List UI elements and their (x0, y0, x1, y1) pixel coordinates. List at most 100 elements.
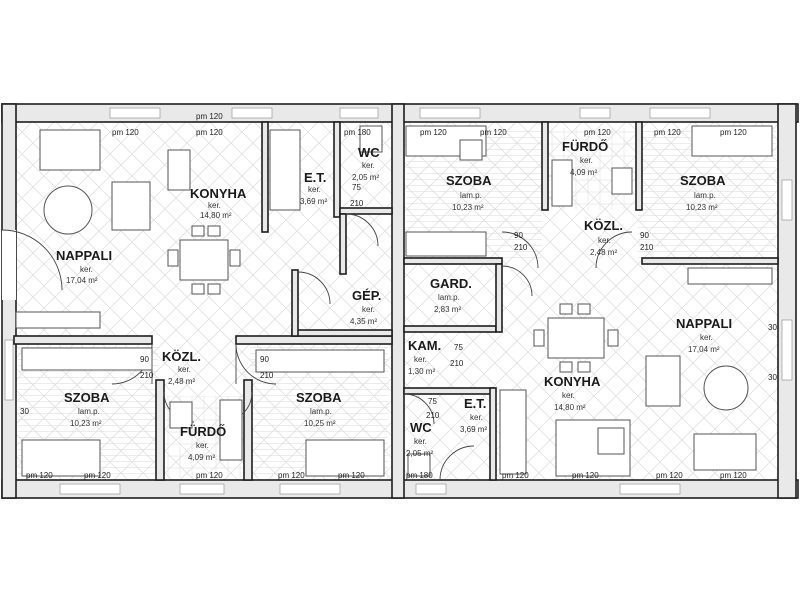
room-name-kozl-left: KÖZL. (162, 349, 201, 364)
room-area: 10,23 m² (686, 203, 718, 212)
room-area: 10,23 m² (452, 203, 484, 212)
room-name-nappali-left: NAPPALI (56, 248, 112, 263)
room-sub: lam.p. (460, 191, 482, 200)
dim-label: 75 (454, 343, 463, 352)
room-area: 4,09 m² (188, 453, 215, 462)
dim-label: 90 (640, 231, 649, 240)
room-area: 10,23 m² (70, 419, 102, 428)
dim-label: 30 (768, 373, 777, 382)
room-area: 17,04 m² (688, 345, 720, 354)
room-area: 3,69 m² (300, 197, 327, 206)
room-area: 2,05 m² (352, 173, 379, 182)
room-sub: ker. (580, 156, 593, 165)
furniture (15, 125, 773, 477)
dim-label: 75 (428, 397, 437, 406)
dim-label: pm 120 (338, 471, 365, 480)
dim-label: 210 (426, 411, 440, 420)
dim-label: 210 (140, 371, 154, 380)
room-sub: ker. (80, 265, 93, 274)
room-sub: ker. (470, 413, 483, 422)
outer-walls (1, 103, 799, 499)
doors (1, 213, 633, 481)
dim-label: 90 (140, 355, 149, 364)
room-name-wc-right: WC (410, 420, 432, 435)
dim-label: 30 (20, 407, 29, 416)
dim-label: pm 120 (584, 128, 611, 137)
room-sub: ker. (414, 437, 427, 446)
room-name-furdo-left: FÜRDŐ (180, 424, 226, 439)
dim-label: 210 (450, 359, 464, 368)
dim-label: pm 120 (278, 471, 305, 480)
room-name-et-left: E.T. (304, 170, 326, 185)
room-name-szoba-bm: SZOBA (296, 390, 342, 405)
room-area: 17,04 m² (66, 276, 98, 285)
room-name-et-right: E.T. (464, 396, 486, 411)
room-sub: ker. (196, 441, 209, 450)
dim-label: pm 120 (196, 471, 223, 480)
dim-label: pm 120 (196, 112, 223, 121)
room-name-kam: KAM. (408, 338, 441, 353)
room-sub: ker. (208, 201, 221, 210)
room-sub: lam.p. (310, 407, 332, 416)
dim-label: 75 (352, 183, 361, 192)
room-sub: ker. (362, 305, 375, 314)
room-sub: lam.p. (438, 293, 460, 302)
room-sub: ker. (700, 333, 713, 342)
dim-label: pm 120 (656, 471, 683, 480)
dim-label: pm 120 (654, 128, 681, 137)
room-sub: ker. (362, 161, 375, 170)
room-name-nappali-right: NAPPALI (676, 316, 732, 331)
room-sub: ker. (308, 185, 321, 194)
dimension-labels: pm 120 pm 120 pm 120 pm 180 pm 120 pm 12… (20, 112, 777, 480)
room-sub: ker. (598, 236, 611, 245)
dim-label: 210 (514, 243, 528, 252)
room-area: 3,69 m² (460, 425, 487, 434)
room-area: 2,48 m² (168, 377, 195, 386)
room-area: 4,35 m² (350, 317, 377, 326)
dim-label: pm 180 (406, 471, 433, 480)
dim-label: 210 (640, 243, 654, 252)
dim-label: pm 120 (196, 128, 223, 137)
room-sub: lam.p. (694, 191, 716, 200)
room-area: 1,30 m² (408, 367, 435, 376)
dim-label: 210 (260, 371, 274, 380)
dim-label: pm 120 (572, 471, 599, 480)
room-area: 10,25 m² (304, 419, 336, 428)
room-name-konyha-left: KONYHA (190, 186, 247, 201)
room-name-gard: GARD. (430, 276, 472, 291)
room-name-szoba-bl: SZOBA (64, 390, 110, 405)
room-labels: NAPPALI ker. 17,04 m² KONYHA ker. 14,80 … (56, 139, 732, 462)
interior-walls (13, 121, 779, 481)
room-area: 4,09 m² (570, 168, 597, 177)
dim-label: pm 120 (480, 128, 507, 137)
dim-label: pm 120 (420, 128, 447, 137)
dim-label: 90 (260, 355, 269, 364)
dim-label: pm 120 (84, 471, 111, 480)
dim-label: pm 120 (26, 471, 53, 480)
room-name-gep: GÉP. (352, 288, 381, 303)
room-name-szoba-tm: SZOBA (446, 173, 492, 188)
room-sub: lam.p. (78, 407, 100, 416)
dim-label: pm 120 (502, 471, 529, 480)
room-sub: ker. (562, 391, 575, 400)
dim-label: 90 (514, 231, 523, 240)
dim-label: pm 180 (344, 128, 371, 137)
room-name-furdo-right: FÜRDŐ (562, 139, 608, 154)
room-name-szoba-tr: SZOBA (680, 173, 726, 188)
room-area: 14,80 m² (554, 403, 586, 412)
room-area: 14,80 m² (200, 211, 232, 220)
room-area: 2,48 m² (590, 248, 617, 257)
room-name-kozl-right: KÖZL. (584, 218, 623, 233)
dim-label: pm 120 (720, 471, 747, 480)
dim-label: 210 (350, 199, 364, 208)
room-name-konyha-right: KONYHA (544, 374, 601, 389)
room-name-wc-left: WC (358, 145, 380, 160)
dim-label: pm 120 (720, 128, 747, 137)
dim-label: 30 (768, 323, 777, 332)
room-area: 2,83 m² (434, 305, 461, 314)
room-sub: ker. (414, 355, 427, 364)
room-sub: ker. (178, 365, 191, 374)
room-area: 2,05 m² (406, 449, 433, 458)
